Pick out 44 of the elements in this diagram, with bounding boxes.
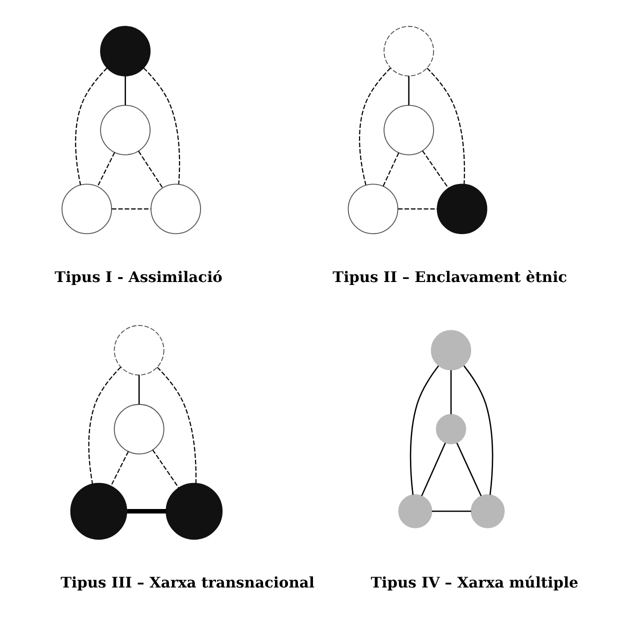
node-circle <box>398 494 432 528</box>
connector <box>463 365 494 495</box>
connector <box>426 68 465 184</box>
node-circle <box>100 104 151 156</box>
connector <box>97 152 116 187</box>
connector <box>138 150 164 188</box>
node-circle <box>348 184 398 234</box>
connector <box>382 152 400 186</box>
node-circle <box>62 184 112 234</box>
connector <box>421 442 446 496</box>
connector <box>456 442 482 496</box>
connector <box>110 451 129 486</box>
node-circle <box>430 330 472 370</box>
node-circle <box>150 184 202 234</box>
connector <box>156 366 197 484</box>
node-circle <box>70 482 128 540</box>
connector <box>410 365 439 495</box>
node-circle <box>114 325 164 376</box>
node-circle <box>436 184 488 234</box>
node-circle <box>384 26 434 76</box>
node-circle <box>384 104 434 156</box>
node-circle <box>100 26 151 76</box>
connector <box>408 76 410 106</box>
connector <box>127 508 166 514</box>
node-circle <box>166 482 223 540</box>
connector <box>143 68 180 184</box>
connector <box>422 150 449 189</box>
connector <box>88 366 122 484</box>
connector <box>124 76 126 106</box>
node-circle <box>436 414 466 444</box>
connector <box>138 375 140 404</box>
connector <box>432 510 472 512</box>
node-circle <box>114 404 164 454</box>
connector <box>450 370 452 414</box>
connector <box>112 208 151 210</box>
label: Tipus IV – Xarxa múltiple <box>370 574 578 592</box>
connector <box>398 208 438 210</box>
label: Tipus III – Xarxa transnacional <box>60 574 314 592</box>
connector <box>75 68 108 185</box>
connector <box>152 450 179 488</box>
connector <box>359 68 391 185</box>
node-circle <box>470 494 505 528</box>
label: Tipus I - Assimilació <box>54 269 222 286</box>
label: Tipus II – Enclavament ètnic <box>332 269 568 286</box>
